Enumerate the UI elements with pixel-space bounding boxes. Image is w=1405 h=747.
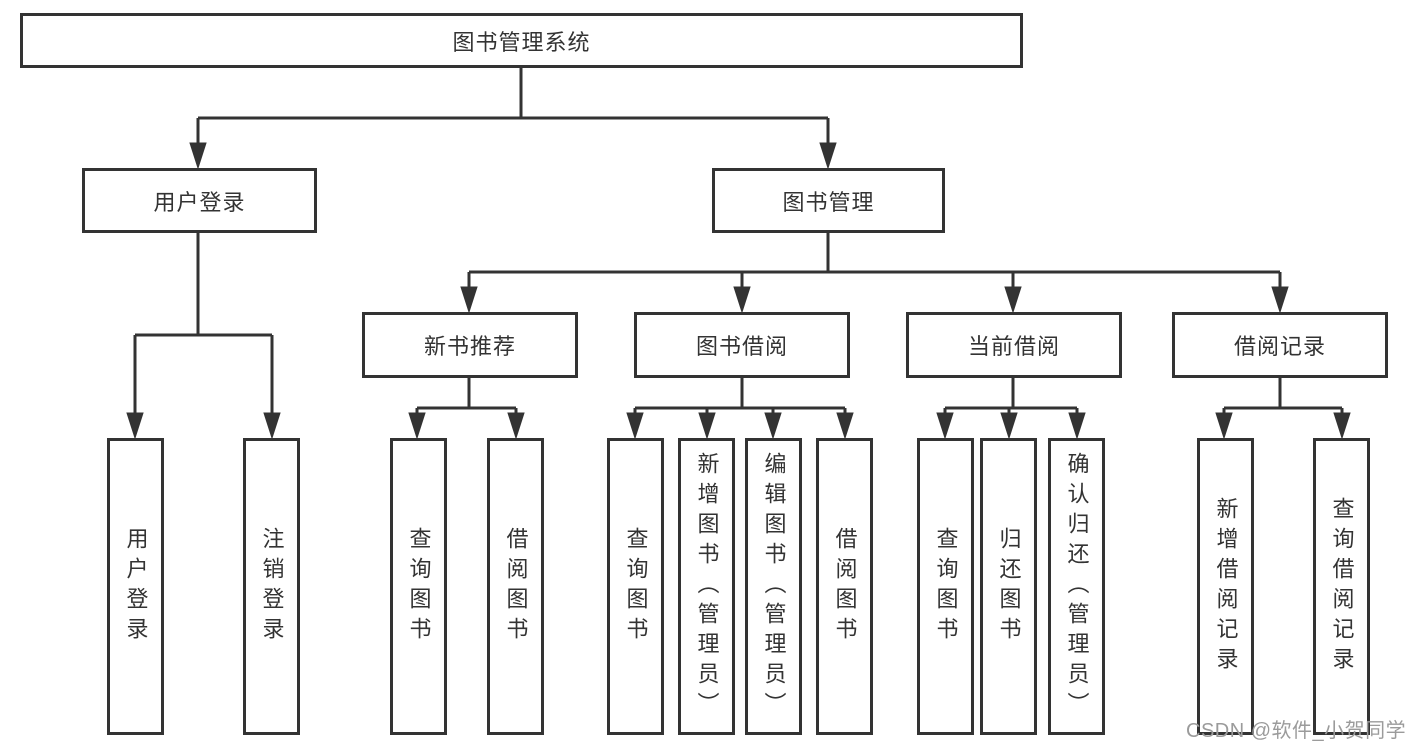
leaf-records-add: 新增借阅记录 <box>1197 438 1254 735</box>
node-root: 图书管理系统 <box>20 13 1023 68</box>
leaf-logout: 注销登录 <box>243 438 300 735</box>
node-user-login: 用户登录 <box>82 168 317 233</box>
leaf-newbooks-query: 查询图书 <box>390 438 447 735</box>
leaf-bookborrow-query: 查询图书 <box>607 438 664 735</box>
leaf-records-query: 查询借阅记录 <box>1313 438 1370 735</box>
leaf-bookborrow-add: 新增图书（管理员） <box>678 438 735 735</box>
connector-userlogin-to-leaves <box>126 233 281 440</box>
connector-records-to-leaves <box>1215 378 1351 440</box>
connector-newbooks-to-leaves <box>408 378 525 440</box>
connector-bookborrow-to-leaves <box>626 378 854 440</box>
node-current-borrow: 当前借阅 <box>906 312 1122 378</box>
connector-currentborrow-to-leaves <box>936 378 1086 440</box>
node-book-mgmt: 图书管理 <box>712 168 945 233</box>
leaf-current-return: 归还图书 <box>980 438 1037 735</box>
leaf-newbooks-borrow: 借阅图书 <box>487 438 544 735</box>
leaf-user-login: 用户登录 <box>107 438 164 735</box>
node-book-borrow: 图书借阅 <box>634 312 850 378</box>
leaf-current-query: 查询图书 <box>917 438 974 735</box>
leaf-current-confirm: 确认归还（管理员） <box>1048 438 1105 735</box>
node-borrow-records: 借阅记录 <box>1172 312 1388 378</box>
connector-bookmgmt-to-level3 <box>460 233 1289 314</box>
watermark-text: CSDN @软件_小贺同学 <box>1186 720 1405 742</box>
leaf-bookborrow-borrow: 借阅图书 <box>816 438 873 735</box>
connector-root-to-level2 <box>189 68 837 170</box>
leaf-bookborrow-edit: 编辑图书（管理员） <box>745 438 802 735</box>
node-new-books: 新书推荐 <box>362 312 578 378</box>
